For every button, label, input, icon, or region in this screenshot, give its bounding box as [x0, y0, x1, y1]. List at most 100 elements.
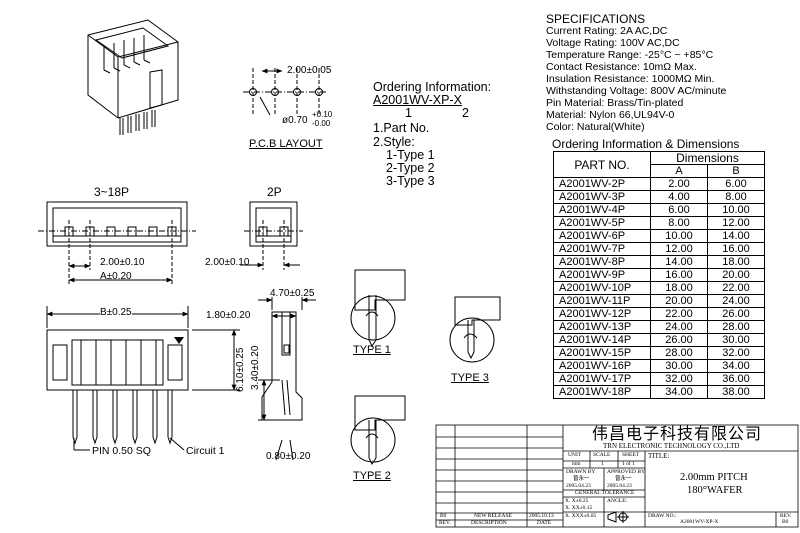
type-1-label: TYPE 1: [353, 344, 391, 356]
sheet-label: SHEET: [622, 452, 640, 458]
dim-a-cell: 32.00: [650, 372, 708, 386]
spec-line: Insulation Resistance: 1000MΩ Min.: [546, 73, 715, 85]
drawn-by-name: 曾永一: [573, 476, 590, 482]
pcb-layout-label: P.C.B LAYOUT: [249, 138, 323, 150]
tolerance-2: X. XX±0.15: [565, 505, 593, 511]
pin-one-marker-icon: [174, 337, 184, 344]
part-no-cell: A2001WV-12P: [553, 307, 651, 321]
rev-header: REV.: [439, 520, 451, 526]
dim-a-cell: 4.00: [650, 190, 708, 204]
dim-a-cell: 22.00: [650, 307, 708, 321]
type-3-drawing: [449, 296, 501, 363]
ordering-style: 2-Type 2: [386, 161, 435, 175]
pcb-hole-tol-plus: +0.10: [312, 110, 333, 119]
part-no-cell: A2001WV-2P: [553, 177, 651, 191]
dim-a-cell: 20.00: [650, 294, 708, 308]
dim-side-top: 4.70±0.25: [270, 288, 315, 299]
company-name-en: TRN ELECTRONIC TECHNOLOGY CO.,LTD: [603, 442, 740, 450]
dim-b-cell: 16.00: [707, 242, 765, 256]
dim-a-cell: 24.00: [650, 320, 708, 334]
dim-height: 6.10±0.25: [235, 347, 246, 392]
isometric-connector-icon: [87, 19, 179, 135]
view-label-multi: 3~18P: [94, 185, 130, 199]
part-no-cell: A2001WV-7P: [553, 242, 651, 256]
rev-row-date: 2005.10.13: [529, 513, 554, 519]
front-view: [46, 306, 240, 451]
col-b-header: B: [707, 164, 765, 178]
side-view: [258, 297, 316, 461]
dim-b-cell: 12.00: [707, 216, 765, 230]
spec-line: Voltage Rating: 100V AC,DC: [546, 37, 680, 49]
top-view-two: [240, 201, 303, 270]
ordering-index-2: 2: [462, 106, 469, 120]
rev-row-rev: B0: [440, 513, 447, 519]
dim-a-cell: 30.00: [650, 359, 708, 373]
type-2-label: TYPE 2: [353, 470, 391, 482]
dim-a-cell: 28.00: [650, 346, 708, 360]
col-a-header: A: [650, 164, 708, 178]
dim-pitch-multi: 2.00±0.10: [100, 257, 145, 268]
dim-a-cell: 14.00: [650, 255, 708, 269]
dim-a: A±0.20: [100, 271, 132, 282]
title-line-2: 180°WAFER: [687, 485, 743, 496]
sheet-value: 1 of 1: [622, 461, 635, 467]
specifications-heading: SPECIFICATIONS: [546, 12, 646, 26]
circuit-label: Circuit 1: [186, 445, 225, 457]
tolerance-1: X. X±0.25: [565, 498, 589, 504]
description-header: DESCRIPTION: [471, 520, 507, 526]
dim-b-cell: 24.00: [707, 294, 765, 308]
rev-value: B0: [782, 519, 789, 525]
ordering-item: 2.Style:: [373, 135, 415, 149]
dim-pitch-two: 2.00±0.10: [205, 257, 250, 268]
dim-b-cell: 22.00: [707, 281, 765, 295]
title-label: TITLE:: [648, 452, 670, 460]
view-label-two: 2P: [267, 185, 282, 199]
date-header: DATE: [537, 520, 552, 526]
dim-b: B±0.25: [100, 307, 132, 318]
dim-b-cell: 8.00: [707, 190, 765, 204]
dim-b-cell: 10.00: [707, 203, 765, 217]
dim-side-bottom: 0.80±0.20: [266, 451, 311, 462]
dim-b-cell: 30.00: [707, 333, 765, 347]
pcb-pitch-dim: 2.00±0.05: [287, 65, 332, 76]
spec-line: Contact Resistance: 10mΩ Max.: [546, 61, 697, 73]
part-no-cell: A2001WV-11P: [553, 294, 651, 308]
dim-b-cell: 18.00: [707, 255, 765, 269]
rev-label: REV.: [780, 513, 792, 519]
dim-b-cell: 32.00: [707, 346, 765, 360]
tolerance-3: X. XXX±0.05: [565, 513, 597, 519]
part-no-cell: A2001WV-3P: [553, 190, 651, 204]
part-no-cell: A2001WV-17P: [553, 372, 651, 386]
general-tolerance-label: GENERAL TOLERANCE: [575, 490, 635, 496]
projection-symbol-icon: [607, 511, 629, 523]
part-no-cell: A2001WV-5P: [553, 216, 651, 230]
ordering-code: A2001WV-XP-X: [373, 93, 462, 107]
dim-a-cell: 34.00: [650, 385, 708, 399]
title-line-1: 2.00mm PITCH: [680, 472, 748, 483]
pcb-layout-drawing: [243, 68, 327, 116]
unit-label: UNIT: [568, 452, 582, 458]
title-block-grid: [435, 424, 799, 528]
drawn-by-date: 2005.04.23: [566, 483, 591, 489]
company-name-cn: 伟昌电子科技有限公司: [592, 426, 763, 443]
dim-b-cell: 14.00: [707, 229, 765, 243]
ordering-title: Ordering Information:: [373, 80, 492, 94]
approved-by-label: APPROVED BY: [607, 469, 646, 475]
part-no-cell: A2001WV-8P: [553, 255, 651, 269]
scale-label: SCALE: [593, 452, 611, 458]
